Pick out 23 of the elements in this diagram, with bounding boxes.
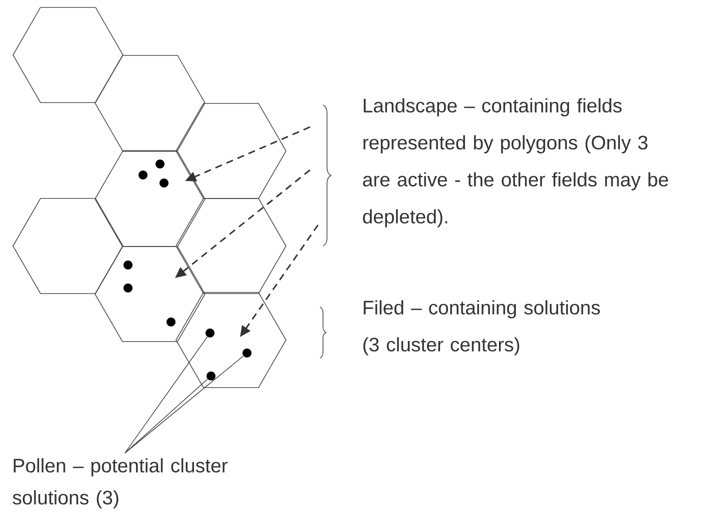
hexagon <box>94 246 206 342</box>
leader-line <box>124 378 208 454</box>
dot <box>156 160 164 168</box>
hexagon <box>94 54 206 152</box>
dot <box>160 178 168 188</box>
hexagon <box>12 198 124 294</box>
description-text: Filed – containing solutions (3 cluster centers) <box>363 300 600 356</box>
leader-line <box>124 356 244 454</box>
hexagon <box>176 198 286 294</box>
dot <box>206 372 216 380</box>
dot <box>166 318 176 326</box>
description-text: Landscape – containing fields represented by polygons (Only 3 are active - the other fields may be depleted). <box>363 98 668 228</box>
dot <box>124 284 132 292</box>
hexagon <box>176 292 286 388</box>
hexagon <box>94 150 206 248</box>
dot <box>138 170 148 180</box>
dot <box>124 260 132 270</box>
hexagon <box>12 6 124 104</box>
description-text: Pollen – potential cluster solutions (3) <box>12 458 228 508</box>
leader-line <box>124 336 208 454</box>
hexagon <box>176 102 286 200</box>
dot <box>206 328 214 338</box>
dot <box>242 348 252 358</box>
